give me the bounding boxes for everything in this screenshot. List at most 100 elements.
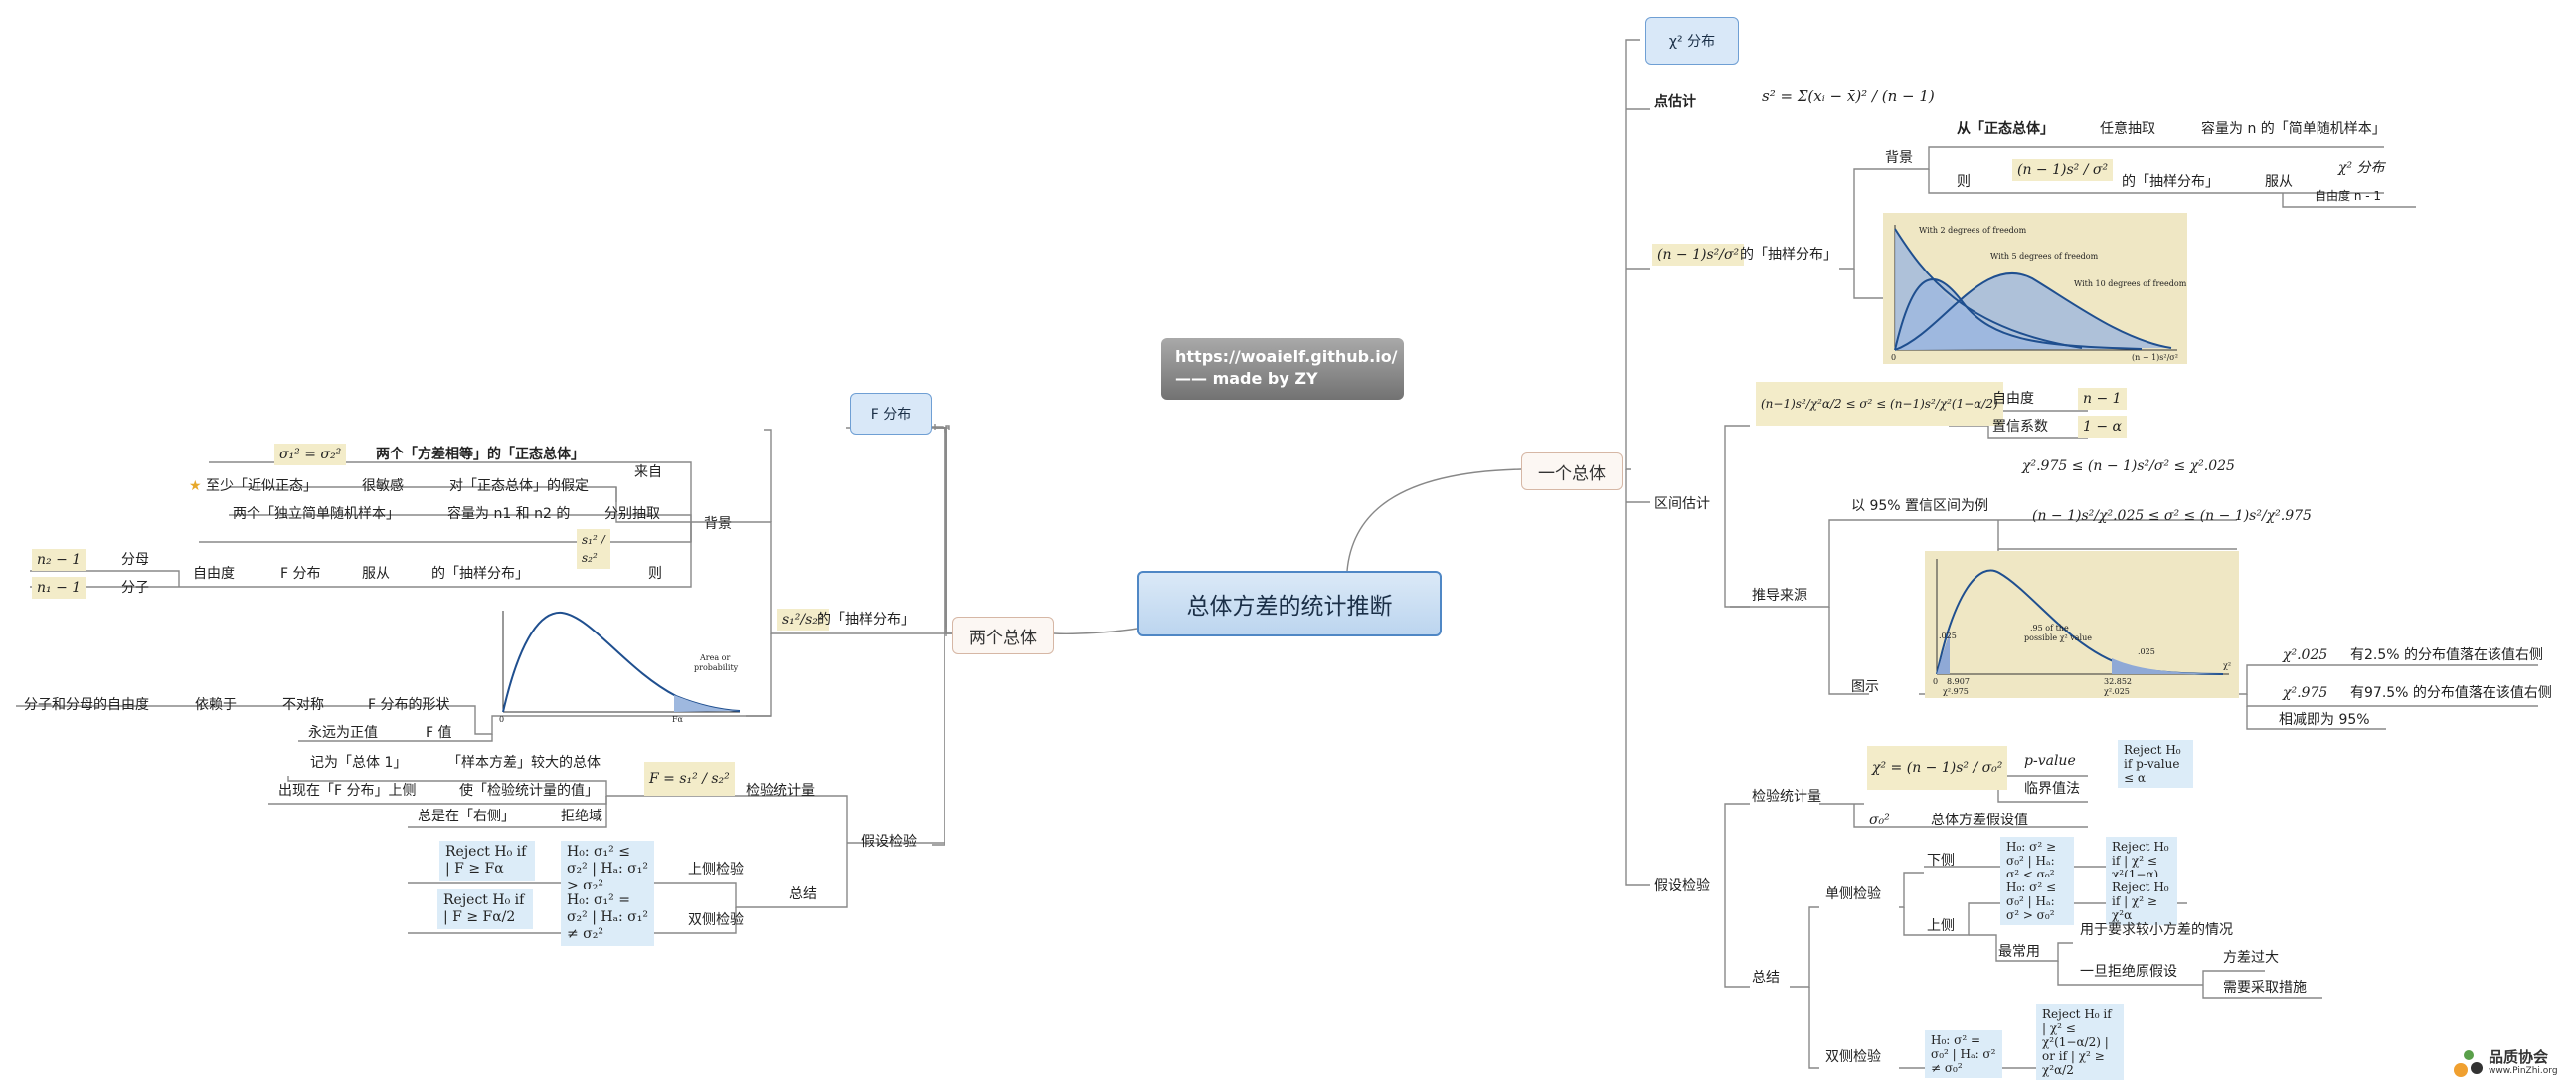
one-test-pvalue: p-value bbox=[2024, 753, 2076, 769]
sampling-stat: (n − 1)s² / σ² bbox=[2012, 159, 2114, 181]
f-shape: F 分布的形状 bbox=[368, 697, 450, 713]
topic-two-populations-label: 两个总体 bbox=[969, 628, 1037, 648]
logo-url: www.PinZhi.org bbox=[2489, 1066, 2558, 1076]
f-fig-label: 0 bbox=[499, 715, 504, 724]
one-test-common-2: 一旦拒绝原假设 bbox=[2080, 964, 2177, 980]
interval-example: 以 95% 置信区间为例 bbox=[1851, 498, 1989, 514]
one-test-two-h: H₀: σ² = σ₀² | Hₐ: σ² ≠ σ₀² bbox=[1925, 1030, 2002, 1078]
topic-f-distribution[interactable]: F 分布 bbox=[850, 393, 932, 435]
interval-conf-value: 1 − α bbox=[2078, 416, 2127, 438]
chi-fig-label: 0 bbox=[1891, 353, 1896, 362]
f-indep: 两个「独立简单随机样本」 bbox=[233, 506, 400, 522]
f-then: 则 bbox=[648, 566, 662, 582]
pinzhi-logo: 品质协会 www.PinZhi.org bbox=[2451, 1044, 2570, 1080]
logo-name: 品质协会 bbox=[2489, 1048, 2549, 1066]
topic-chi-square[interactable]: χ² 分布 bbox=[1645, 17, 1739, 65]
f-follow: 服从 bbox=[362, 566, 390, 582]
one-test-two-tail: 双侧检验 bbox=[1825, 1049, 1881, 1065]
f-fig-label: probability bbox=[694, 663, 739, 672]
chi-fig-label: With 2 degrees of freedom bbox=[1919, 226, 2027, 235]
interval-fig-label: χ².975 bbox=[1943, 687, 1969, 696]
chi-fig-label: With 10 degrees of freedom bbox=[2074, 279, 2187, 288]
one-test-reject-p: Reject H₀ if p-value ≤ α bbox=[2118, 740, 2193, 788]
f-asym: 不对称 bbox=[282, 697, 324, 713]
interval-fig-label: χ² bbox=[2223, 661, 2231, 670]
one-test-critical: 临界值法 bbox=[2024, 781, 2080, 797]
interval-df-label: 自由度 bbox=[1992, 391, 2034, 407]
one-test-upper-r: Reject H₀ if | χ² ≥ χ²α bbox=[2106, 877, 2177, 925]
interval-fig-label: χ².025 bbox=[2104, 687, 2130, 696]
interval-fig-label: .025 bbox=[2138, 647, 2155, 656]
f-sensitive: 很敏感 bbox=[362, 478, 404, 494]
two-test-pop1-b: 「样本方差」较大的总体 bbox=[447, 755, 601, 771]
one-test-summary: 总结 bbox=[1752, 970, 1780, 986]
f-from: 来自 bbox=[634, 464, 662, 480]
interval-r1-sym: χ².025 bbox=[2283, 647, 2328, 663]
watermark-box: https://woaielf.github.io/ —— made by ZY bbox=[1161, 338, 1404, 400]
one-test-upper-h: H₀: σ² ≤ σ₀² | Hₐ: σ² > σ₀² bbox=[2000, 877, 2074, 925]
chi-fig-label: With 5 degrees of freedom bbox=[1990, 252, 2099, 261]
sampling-then: 则 bbox=[1957, 174, 1971, 190]
f-eq-text: 两个「方差相等」的「正态总体」 bbox=[376, 447, 585, 462]
f-separate: 分别抽取 bbox=[604, 506, 660, 522]
chi-square-interval-figure: .025 .95 of the possible χ² value .025 0… bbox=[1925, 551, 2239, 698]
f-sampling-bg-label: 背景 bbox=[704, 516, 732, 532]
one-test-stat-formula: χ² = (n − 1)s² / σ₀² bbox=[1867, 746, 2008, 790]
one-test-one-tail: 单侧检验 bbox=[1825, 886, 1881, 902]
two-test-label: 假设检验 bbox=[861, 834, 917, 850]
root-topic[interactable]: 总体方差的统计推断 bbox=[1137, 571, 1442, 636]
interval-conf-label: 置信系数 bbox=[1992, 419, 2048, 435]
f-den-val: n₂ − 1 bbox=[32, 549, 86, 571]
two-test-stat-label: 检验统计量 bbox=[746, 783, 815, 799]
interval-derive: 推导来源 bbox=[1752, 588, 1807, 604]
f-df: 自由度 bbox=[193, 566, 235, 582]
point-estimate-label: 点估计 bbox=[1654, 94, 1696, 110]
f-least: ★ 至少「近似正态」 bbox=[189, 477, 317, 495]
f-distribution-figure: Area or probability 0 Fα bbox=[499, 611, 741, 724]
topic-two-populations[interactable]: 两个总体 bbox=[952, 617, 1054, 654]
interval-r3-text: 相减即为 95% bbox=[2279, 712, 2370, 728]
f-sizes: 容量为 n1 和 n2 的 bbox=[447, 506, 571, 522]
interval-r2-text: 有97.5% 的分布值落在该值右侧 bbox=[2350, 685, 2552, 701]
connector-root-two bbox=[1053, 628, 1138, 634]
interval-figure-label: 图示 bbox=[1851, 679, 1879, 695]
two-test-always-right: 总是在「右侧」 bbox=[418, 809, 515, 824]
topic-f-distribution-label: F 分布 bbox=[870, 407, 912, 423]
f-ratio: s₁² / s₂² bbox=[577, 529, 610, 569]
one-test-common-1: 用于要求较小方差的情况 bbox=[2080, 922, 2233, 938]
sampling-of: 的「抽样分布」 bbox=[2122, 174, 2219, 190]
star-icon: ★ bbox=[189, 478, 202, 494]
two-test-upper: 上侧检验 bbox=[688, 862, 744, 878]
chi-fig-label: (n − 1)s²/σ² bbox=[2132, 353, 2178, 362]
two-test-two: 双侧检验 bbox=[688, 912, 744, 928]
one-test-sigma0: σ₀² bbox=[1869, 813, 1890, 828]
f-fig-label: Area or bbox=[699, 653, 730, 662]
topic-chi-square-label: χ² 分布 bbox=[1668, 34, 1716, 50]
f-eq: σ₁² = σ₂² bbox=[274, 444, 347, 465]
two-test-reject: 拒绝域 bbox=[561, 809, 602, 824]
one-test-common: 最常用 bbox=[1998, 944, 2040, 960]
sampling-title: 的「抽样分布」 bbox=[1740, 247, 1837, 263]
interval-r1-text: 有2.5% 的分布值落在该值右侧 bbox=[2350, 647, 2544, 663]
sampling-bg-any: 任意抽取 bbox=[2100, 121, 2155, 137]
interval-formula: (n−1)s²/χ²α/2 ≤ σ² ≤ (n−1)s²/χ²(1−α/2) bbox=[1756, 382, 2003, 426]
f-num-val: n₁ − 1 bbox=[32, 577, 86, 599]
interval-fig-label: 32.852 bbox=[2104, 677, 2132, 686]
one-test-label: 假设检验 bbox=[1654, 878, 1710, 894]
connector-root-one bbox=[1346, 468, 1522, 572]
root-topic-label: 总体方差的统计推断 bbox=[1186, 594, 1393, 620]
f-sampling-title: 的「抽样分布」 bbox=[817, 612, 915, 628]
f-depends: 依赖于 bbox=[195, 697, 237, 713]
watermark-author: —— made by ZY bbox=[1175, 369, 1318, 388]
one-test-stat-label: 检验统计量 bbox=[1752, 789, 1821, 805]
interval-df-value: n − 1 bbox=[2078, 388, 2127, 410]
f-fdist: F 分布 bbox=[280, 566, 321, 582]
f-of: 的「抽样分布」 bbox=[431, 566, 529, 582]
two-test-upper-r: Reject H₀ if | F ≥ Fα bbox=[439, 841, 535, 881]
two-test-summary: 总结 bbox=[789, 886, 817, 902]
sampling-dist: χ² 分布 bbox=[2338, 160, 2385, 176]
sampling-bg-size: 容量为 n 的「简单随机样本」 bbox=[2201, 121, 2386, 137]
interval-label: 区间估计 bbox=[1654, 496, 1710, 512]
topic-one-population[interactable]: 一个总体 bbox=[1521, 452, 1623, 490]
